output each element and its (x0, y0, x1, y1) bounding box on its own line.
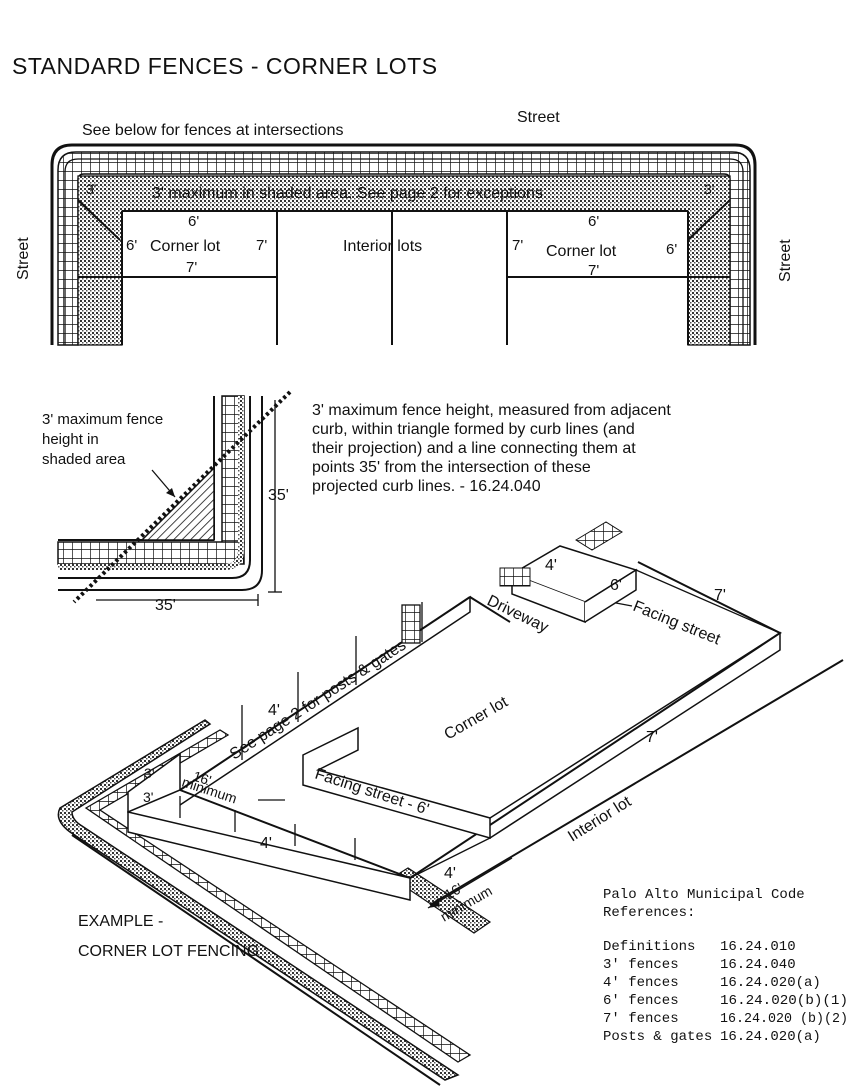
shaded-note: 3' maximum in shaded area. See page 2 fo… (152, 185, 543, 202)
dim-16-right-arrow (428, 898, 440, 908)
dim-4-top: 4' (545, 557, 557, 574)
corner-3-left: 3' (86, 181, 96, 197)
dim-35-horizontal: 35' (155, 597, 176, 614)
interior-lots-label: Interior lots (343, 238, 422, 255)
gate-post (401, 604, 421, 644)
left-lot-name: Corner lot (150, 238, 221, 255)
sight-line-diagonal (72, 390, 292, 604)
triangle-label-line-2: height in (42, 431, 99, 448)
street-label-top: Street (517, 109, 560, 126)
description-line-3: their projection) and a line connecting … (312, 440, 636, 457)
references-heading-2: References: (603, 905, 695, 921)
dim-7-right: 7' (646, 729, 658, 746)
right-lot-dim-right: 6' (666, 241, 677, 258)
right-lot-dim-left: 7' (512, 237, 523, 254)
top-plan: Street See below for fences at intersect… (15, 109, 794, 346)
horizontal-sidewalk (57, 541, 245, 565)
intersection-note: See below for fences at intersections (82, 122, 343, 139)
curb-band (57, 719, 460, 1081)
corner-lot-label: Corner lot (442, 693, 512, 743)
reference-term: 3' fences (603, 957, 679, 973)
left-lot-dim-right: 7' (256, 237, 267, 254)
corner-3-right: 3' (704, 181, 714, 197)
triangle-label-line-3: shaded area (42, 451, 126, 468)
description-line-5: projected curb lines. - 16.24.040 (312, 478, 541, 495)
triangle-label-line-1: 3' maximum fence (42, 411, 163, 428)
description-line-1: 3' maximum fence height, measured from a… (312, 402, 671, 419)
reference-code: 16.24.020(b)(1) (720, 993, 848, 1009)
driveway-sidewalk-left (499, 567, 531, 587)
dim-3-b: 3' (143, 789, 153, 805)
page-title: STANDARD FENCES - CORNER LOTS (12, 53, 438, 79)
posts-gates-note: See page 2 for posts & gates (227, 637, 409, 764)
corner-cut-right (687, 199, 731, 241)
dim-4-bottom-left: 4' (260, 835, 272, 852)
curb-line-detail (58, 396, 251, 579)
dim-35-vertical: 35' (268, 487, 289, 504)
sight-triangle-detail: 3' maximum fence height in shaded area 3… (42, 390, 671, 614)
street-edge-line (58, 396, 263, 591)
street-edge-perspective (71, 834, 441, 1086)
description-line-2: curb, within triangle formed by curb lin… (312, 421, 635, 438)
reference-code: 16.24.040 (720, 957, 796, 973)
reference-term: Posts & gates (603, 1029, 712, 1045)
references-heading-1: Palo Alto Municipal Code (603, 887, 805, 903)
driveway-edge (469, 596, 511, 623)
top-fence-7ft (635, 569, 781, 634)
left-lot-dim-top: 6' (188, 213, 199, 230)
example-caption-line-2: CORNER LOT FENCING (78, 943, 259, 960)
dim-16-right-line (427, 857, 513, 909)
facing-street-top: Facing street (631, 598, 724, 649)
fence-facing-street-6ft (302, 726, 491, 839)
right-lot-dim-top: 6' (588, 213, 599, 230)
example-caption-line-1: EXAMPLE - (78, 913, 163, 930)
reference-code: 16.24.010 (720, 939, 796, 955)
front-corner-line (409, 837, 491, 879)
reference-term: 7' fences (603, 1011, 679, 1027)
left-lot-dim-left: 6' (126, 237, 137, 254)
fence-side-4ft (179, 595, 471, 806)
dim-3-a: 3' (144, 765, 154, 781)
reference-code: 16.24.020 (b)(2) (720, 1011, 848, 1027)
right-lot-dim-bottom: 7' (588, 262, 599, 279)
street-label-left: Street (15, 237, 32, 280)
leader-arrowhead (166, 488, 175, 497)
fence-front-4ft (127, 811, 411, 901)
code-references: Palo Alto Municipal Code References: Def… (603, 887, 848, 1045)
reference-code: 16.24.020(a) (720, 975, 821, 991)
curb-line (50, 143, 757, 345)
reference-code: 16.24.020(a) (720, 1029, 821, 1045)
corner-cut-left (77, 199, 121, 241)
sidewalk-band-perspective (84, 729, 472, 1063)
left-lot-dim-bottom: 7' (186, 259, 197, 276)
interior-lot-line (429, 659, 844, 906)
driveway-box-front (584, 568, 637, 623)
description-line-4: points 35' from the intersection of thes… (312, 459, 591, 476)
dim-4-left: 4' (268, 702, 280, 719)
right-lot-name: Corner lot (546, 243, 617, 260)
reference-term: 4' fences (603, 975, 679, 991)
dim-6-top: 6' (610, 577, 622, 594)
street-label-right: Street (777, 239, 794, 282)
dim-16-left: 16' (191, 768, 213, 789)
dim-4-bottom-right: 4' (444, 865, 456, 882)
driveway-sidewalk-right (575, 521, 623, 551)
reference-term: 6' fences (603, 993, 679, 1009)
reference-term: Definitions (603, 939, 695, 955)
facing-street-arrow (615, 602, 633, 607)
sidewalk-inner-line (64, 158, 744, 345)
dim-7-top: 7' (714, 587, 726, 604)
fence-right-7ft (489, 631, 781, 839)
